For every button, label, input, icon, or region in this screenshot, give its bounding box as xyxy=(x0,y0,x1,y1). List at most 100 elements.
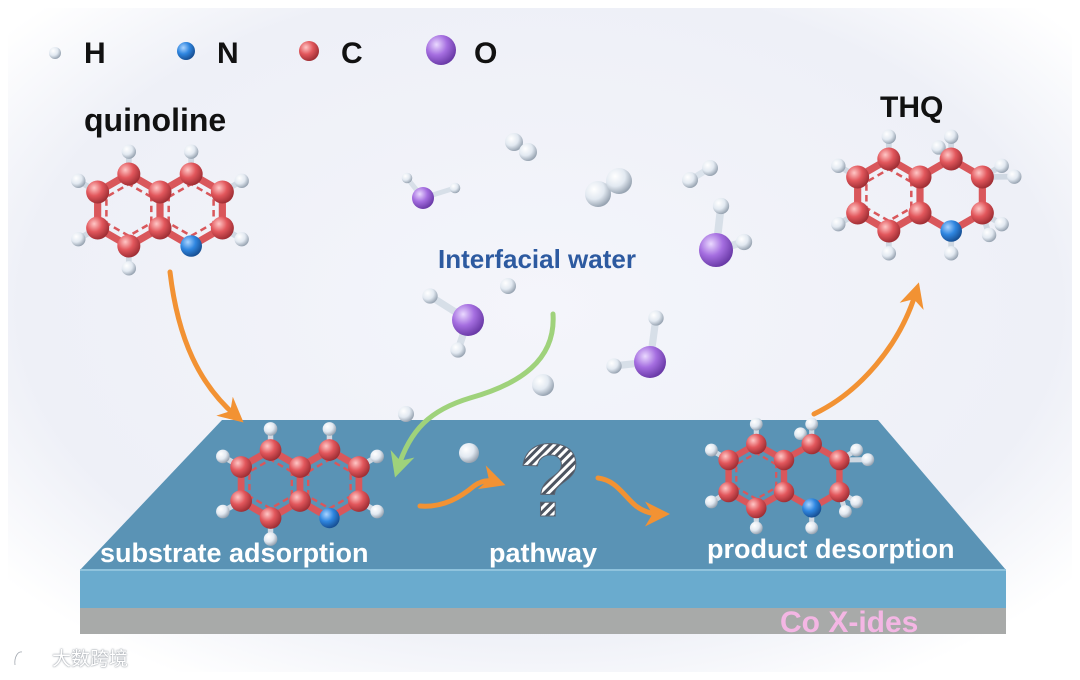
atom-c xyxy=(801,433,822,455)
atom-c xyxy=(773,481,795,503)
atom-h xyxy=(532,374,554,396)
atom-c xyxy=(908,165,932,189)
legend-label-n: N xyxy=(217,37,239,70)
atom-h xyxy=(850,443,864,457)
atom-h xyxy=(234,231,249,247)
atom-c xyxy=(117,234,141,258)
atom-h xyxy=(704,495,718,509)
atom-h xyxy=(839,505,852,518)
legend-atom-n xyxy=(177,42,195,60)
atom-h xyxy=(121,144,137,159)
atom-h xyxy=(71,231,86,247)
molecules-and-arrows xyxy=(49,35,1022,546)
atom-c xyxy=(230,490,252,512)
legend-label-o: O xyxy=(474,37,497,70)
atom-h xyxy=(704,443,718,457)
atom-h xyxy=(450,342,466,358)
atom-n xyxy=(940,220,962,242)
atom-h xyxy=(422,288,438,304)
atom-h xyxy=(398,406,414,422)
atom-c xyxy=(210,180,234,204)
atom-o xyxy=(452,304,484,336)
arrow-water xyxy=(390,311,556,478)
atom-c xyxy=(259,507,282,529)
arrow-to-pathway xyxy=(417,465,506,509)
watermark-text: 大数跨境 xyxy=(52,648,129,670)
atom-h xyxy=(1007,169,1022,184)
atom-c xyxy=(86,180,110,204)
atom-c xyxy=(318,439,341,461)
atom-n xyxy=(180,235,202,257)
atom-h xyxy=(459,443,479,463)
atom-c xyxy=(846,201,870,225)
atom-c xyxy=(348,490,370,512)
legend-label-h: H xyxy=(84,37,106,70)
atom-h xyxy=(749,417,763,431)
atom-c xyxy=(846,165,870,189)
atom-c xyxy=(230,456,252,478)
legend-atom-h xyxy=(49,47,61,59)
atom-c xyxy=(148,216,172,240)
atom-c xyxy=(210,216,234,240)
material-label: Co X-ides xyxy=(780,606,918,639)
atom-h xyxy=(712,197,730,215)
hydrogen-molecule xyxy=(585,168,632,207)
atom-c xyxy=(829,481,850,503)
water-molecule xyxy=(401,172,461,209)
atom-c xyxy=(148,180,172,204)
atom-h xyxy=(943,129,959,144)
atom-c xyxy=(718,449,739,471)
atom-h xyxy=(183,144,199,159)
atom-h xyxy=(931,140,946,155)
atom-c xyxy=(970,201,994,225)
atom-h xyxy=(606,358,622,374)
atom-o xyxy=(634,346,666,378)
water-molecule xyxy=(699,197,753,267)
atom-c xyxy=(86,216,110,240)
atom-h xyxy=(121,261,137,276)
atom-h xyxy=(500,278,516,294)
atom-h xyxy=(861,453,875,467)
legend xyxy=(49,35,456,65)
arrow-from-pathway xyxy=(595,475,670,527)
substrate-adsorption-label: substrate adsorption xyxy=(100,538,369,568)
atom-c xyxy=(289,456,311,478)
atom-h xyxy=(735,233,753,251)
product-desorption-label: product desorption xyxy=(707,534,954,564)
atom-c xyxy=(348,456,370,478)
atom-h xyxy=(794,427,807,441)
free-hydrogen-atoms xyxy=(398,278,554,463)
atom-h xyxy=(831,216,846,232)
atom-c xyxy=(746,497,767,519)
interfacial-water-label: Interfacial water xyxy=(438,244,636,274)
atom-h xyxy=(519,143,537,161)
atom-c xyxy=(289,490,311,512)
hydrogen-molecule xyxy=(505,133,537,161)
atom-c xyxy=(179,162,203,186)
pathway-label: pathway xyxy=(489,538,597,568)
atom-c xyxy=(746,433,767,455)
atom-h xyxy=(449,182,461,194)
molecule-thq xyxy=(831,129,1022,261)
atom-c xyxy=(970,165,994,189)
legend-atom-o xyxy=(426,35,456,65)
legend-label-c: C xyxy=(341,37,363,70)
atom-h xyxy=(370,504,384,519)
atom-o xyxy=(412,187,434,209)
arrows xyxy=(167,269,924,527)
atom-h xyxy=(702,160,718,176)
atom-h xyxy=(401,172,413,184)
arrow-adsorb xyxy=(167,269,244,423)
atom-h xyxy=(805,521,819,535)
atom-h xyxy=(805,417,819,431)
atom-h xyxy=(831,158,846,174)
atom-h xyxy=(71,173,86,189)
atom-c xyxy=(908,201,932,225)
atom-h xyxy=(585,181,611,207)
molecule-adsorbed-quinoline xyxy=(216,422,384,546)
atom-h xyxy=(682,172,698,188)
atom-h xyxy=(850,495,864,509)
atom-h xyxy=(263,532,278,546)
atom-h xyxy=(216,449,230,464)
